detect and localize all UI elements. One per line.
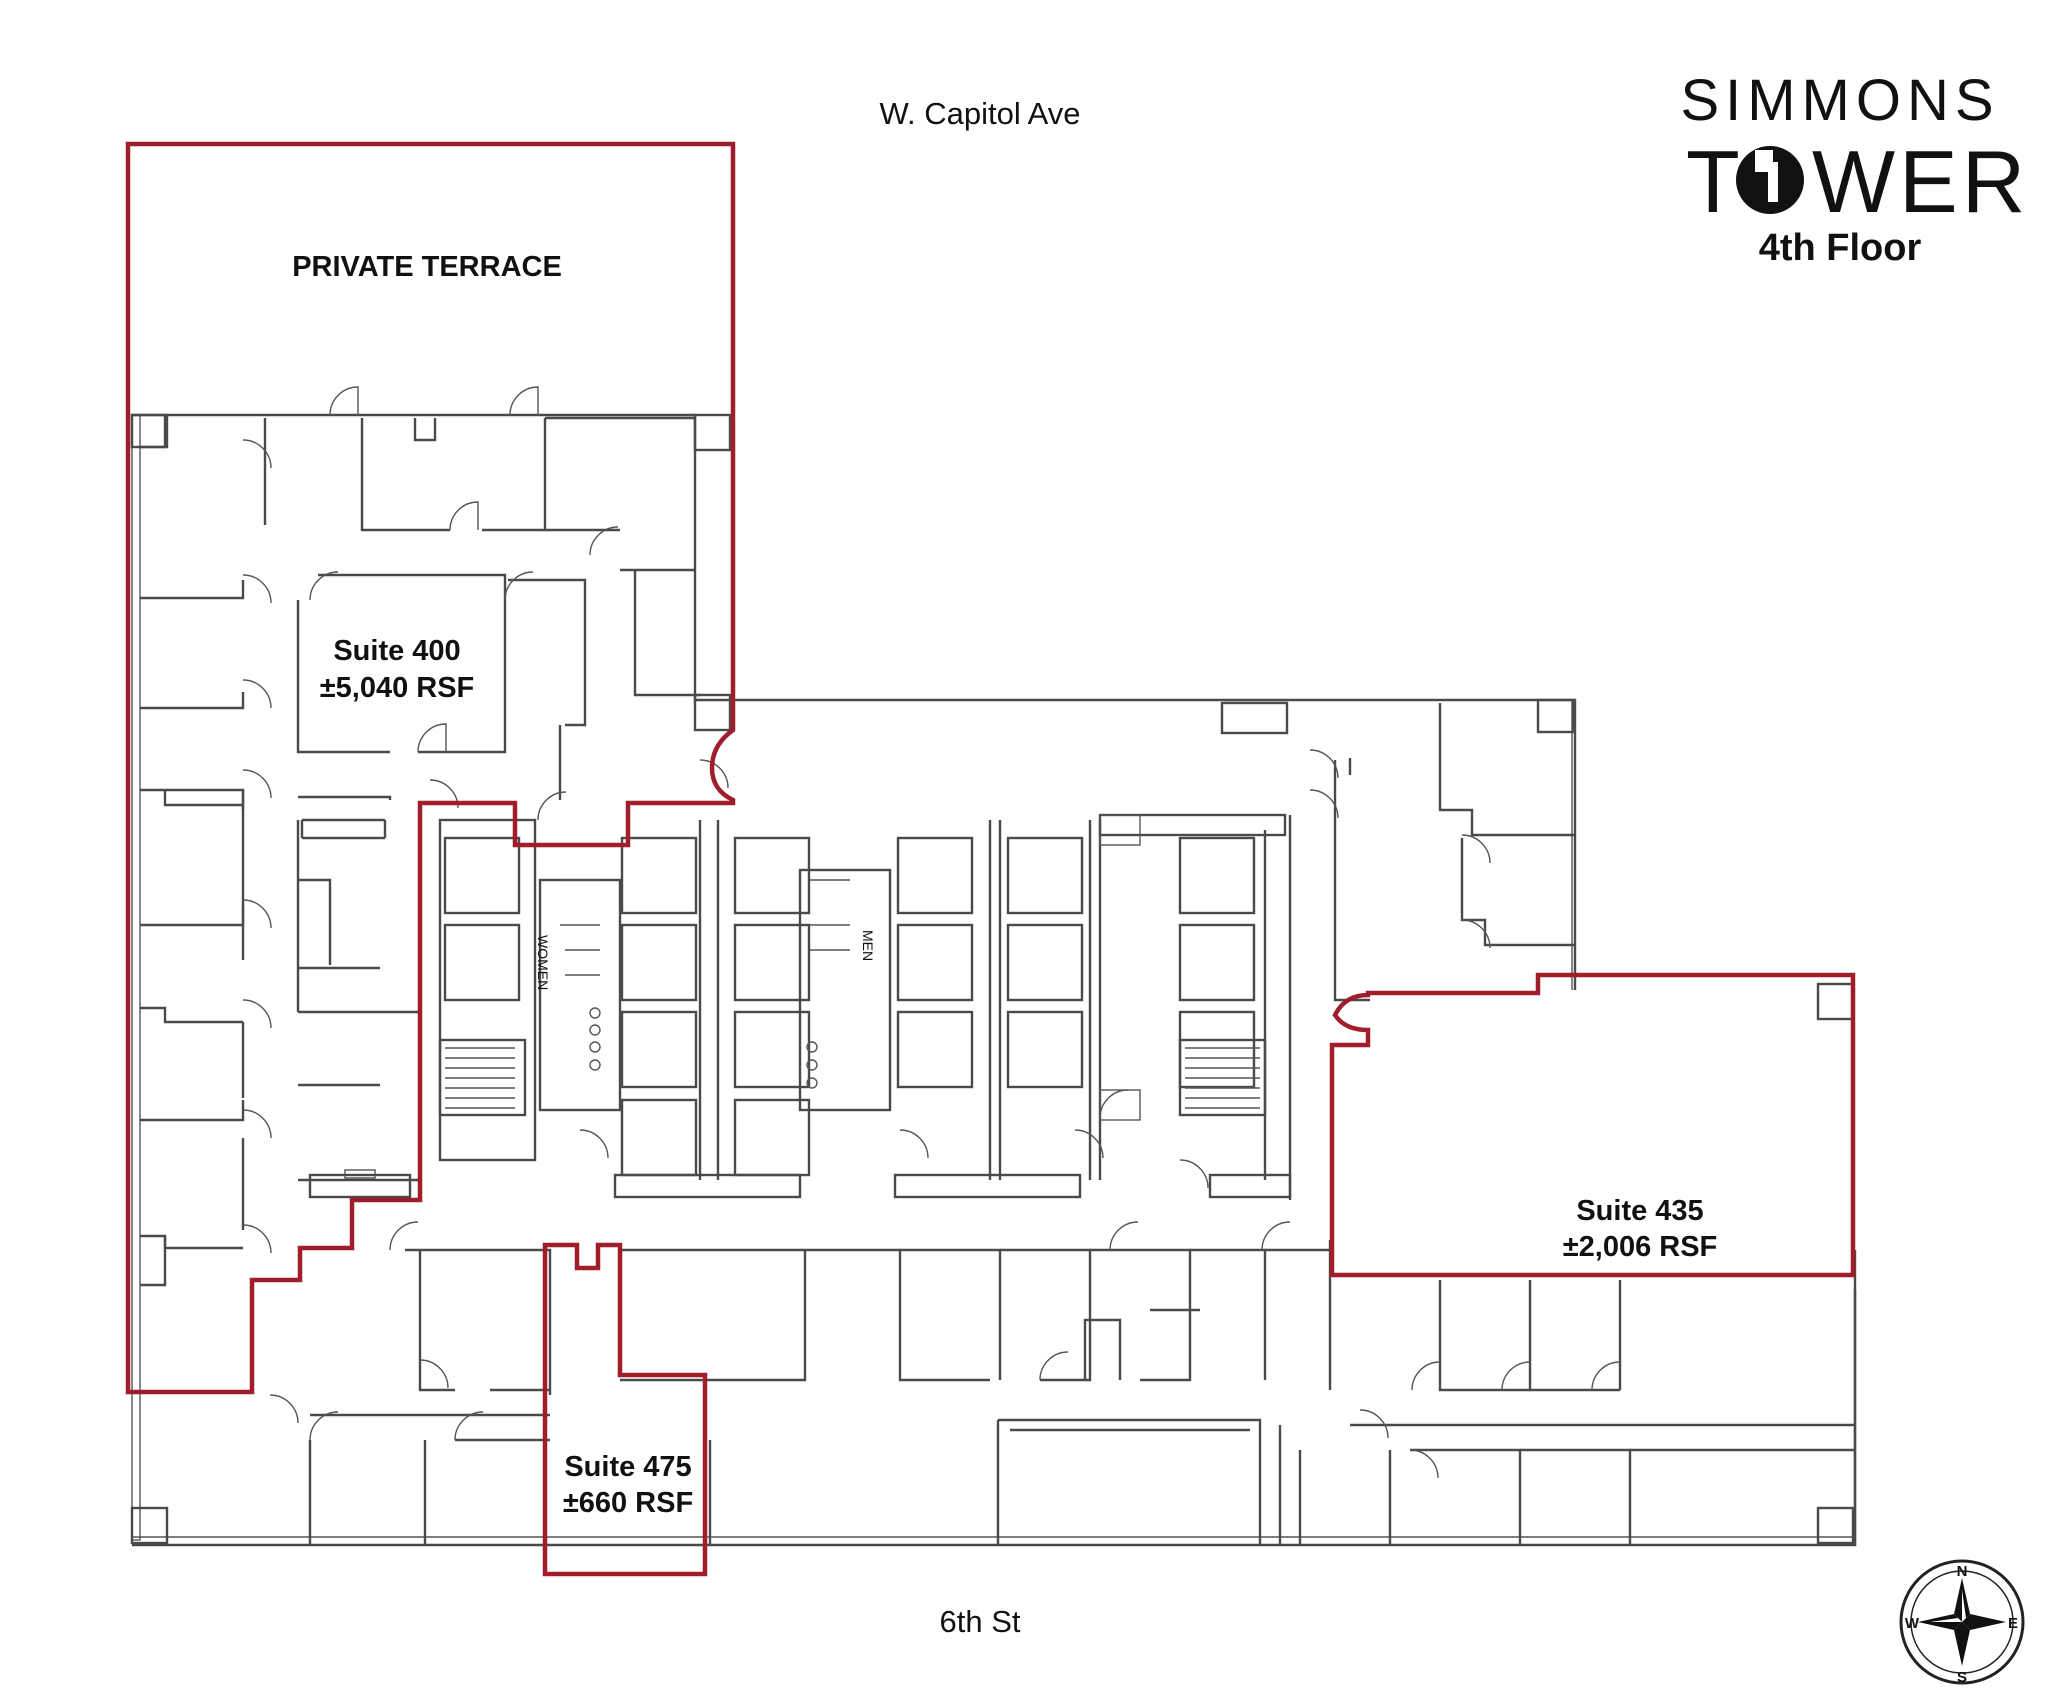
compass-rose: N S W E (1899, 1559, 2025, 1686)
compass-s: S (1957, 1669, 1967, 1686)
door-swings (242, 386, 1621, 1479)
suite-475-area: ±660 RSF (563, 1487, 693, 1519)
suite-400-outline (125, 141, 736, 1395)
compass-n: N (1957, 1563, 1968, 1580)
men-restroom-label: MEN (860, 930, 876, 961)
east-wing-partitions (1278, 703, 1855, 1545)
compass-e: E (2008, 1615, 2018, 1632)
brand-line1: SIMMONS (1680, 68, 1999, 133)
simmons-tower-logo: SIMMONS T WER 4th Floor (1680, 68, 2029, 269)
suite-435-area: ±2,006 RSF (1563, 1231, 1718, 1263)
suite-400-name: Suite 400 (333, 635, 460, 667)
building-walls (130, 413, 1857, 1547)
building-core: WOMEN MEN (308, 813, 1292, 1200)
suite-435-outline (1329, 972, 1856, 1278)
south-offices (308, 1248, 1330, 1545)
floor-label: 4th Floor (1759, 227, 1922, 269)
suite-400-area: ±5,040 RSF (320, 672, 475, 704)
suite-400-partitions (138, 415, 700, 1287)
svg-text:WER: WER (1812, 132, 2029, 231)
street-south-label: 6th St (940, 1604, 1021, 1639)
private-terrace-label: PRIVATE TERRACE (292, 251, 562, 283)
compass-w: W (1905, 1615, 1920, 1632)
brand-line2: T WER (1686, 132, 2029, 231)
suite-475-outline (542, 1242, 708, 1577)
suite-435-name: Suite 435 (1576, 1195, 1703, 1227)
suite-475-name: Suite 475 (564, 1451, 691, 1483)
women-restroom-label: WOMEN (535, 935, 551, 990)
street-north-label: W. Capitol Ave (879, 96, 1080, 131)
svg-text:T: T (1686, 132, 1744, 231)
